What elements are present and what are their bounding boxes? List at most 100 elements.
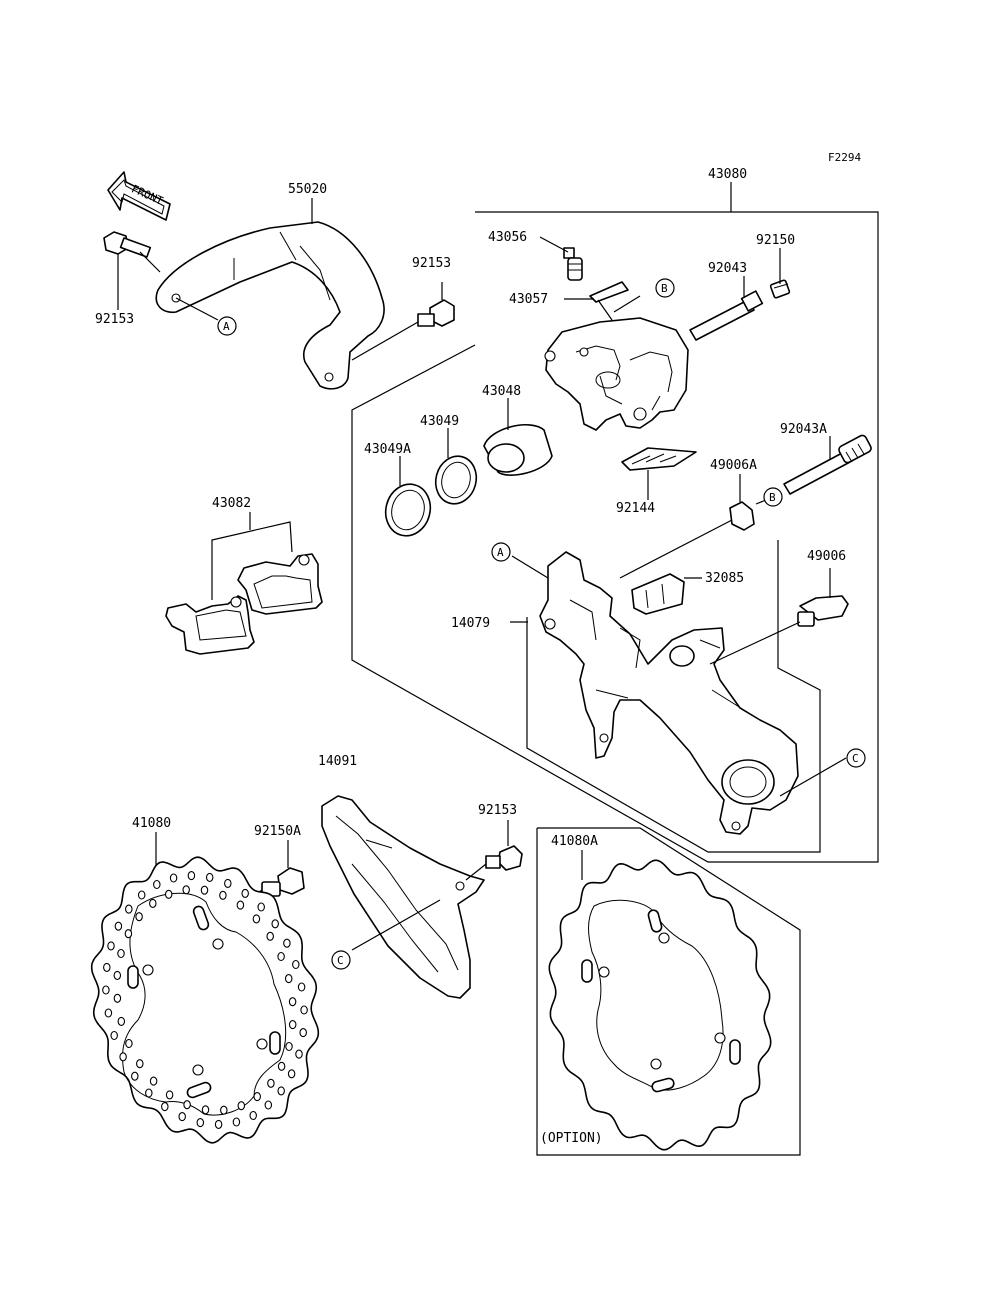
drill-hole: [113, 970, 122, 980]
brake-disc-41080: [90, 832, 320, 1144]
label-43057: 43057: [509, 292, 548, 307]
drill-hole: [284, 974, 293, 984]
label-92150: 92150: [756, 233, 795, 248]
drill-hole: [131, 1071, 139, 1081]
drill-hole: [110, 1030, 118, 1041]
drill-hole: [125, 1038, 133, 1049]
drill-hole: [288, 997, 297, 1007]
label-43049A: 43049A: [364, 442, 411, 457]
label-55020: 55020: [288, 182, 327, 197]
brake-pads-43082: [165, 521, 323, 655]
drill-hole: [136, 1059, 144, 1069]
drill-hole: [161, 1102, 169, 1112]
label-32085: 32085: [705, 571, 744, 586]
drill-hole: [252, 914, 261, 924]
label-43048: 43048: [482, 384, 521, 399]
assembly-frame-43080: [351, 182, 879, 863]
svg-text:B: B: [661, 282, 668, 295]
drill-hole: [271, 919, 279, 929]
seal-43049A: [384, 483, 432, 537]
bleed-valve-43056: [563, 247, 583, 281]
ref-marker-c-bottom: C: [331, 950, 351, 970]
drill-hole: [277, 1086, 285, 1096]
label-43056: 43056: [488, 230, 527, 245]
disc-guard-14091: [321, 795, 485, 999]
drill-hole: [266, 931, 274, 941]
pin-92043: [689, 290, 764, 341]
label-41080: 41080: [132, 816, 171, 831]
ref-marker-b-mid: B: [763, 487, 783, 507]
drill-hole: [187, 871, 196, 881]
label-43080: 43080: [708, 167, 747, 182]
drill-hole: [287, 1069, 296, 1079]
ref-marker-a-mid: A: [491, 542, 511, 562]
drill-hole: [113, 993, 122, 1003]
drill-hole: [104, 1008, 113, 1018]
drill-hole: [219, 890, 227, 900]
label-49006: 49006: [807, 549, 846, 564]
option-label: (OPTION): [540, 1131, 603, 1146]
label-92153-top: 92153: [412, 256, 451, 271]
drill-hole: [114, 921, 123, 931]
cap-92150: [769, 279, 791, 299]
drill-hole: [267, 1078, 275, 1088]
drill-hole: [205, 872, 214, 882]
drill-hole: [145, 1088, 153, 1098]
label-92043: 92043: [708, 261, 747, 276]
drill-hole: [292, 959, 300, 970]
piston-43048: [483, 424, 553, 476]
svg-text:C: C: [852, 752, 859, 765]
label-92153-left: 92153: [95, 312, 134, 327]
pin-92043A: [783, 434, 872, 495]
bolt-49006: [709, 568, 849, 665]
svg-text:A: A: [497, 546, 504, 559]
drill-hole: [125, 904, 133, 914]
brake-disc-41080A: [548, 850, 772, 1151]
drill-hole: [283, 938, 291, 948]
drill-hole: [102, 985, 110, 995]
drill-hole: [182, 885, 190, 895]
drill-hole: [201, 1105, 210, 1115]
caliper-bracket-frame: [526, 540, 821, 853]
drill-hole: [164, 889, 173, 899]
option-frame: [536, 827, 801, 1156]
drill-hole: [196, 1118, 205, 1128]
boot-49006A: [729, 474, 755, 531]
caliper-bracket-14079: [539, 551, 799, 835]
label-92144: 92144: [616, 501, 655, 516]
drill-hole: [300, 1005, 308, 1015]
seal-43049: [434, 455, 478, 505]
label-92153-bottom: 92153: [478, 803, 517, 818]
drill-hole: [264, 1100, 273, 1110]
drill-hole: [297, 982, 306, 992]
drill-hole: [232, 1117, 241, 1127]
caliper-leaders: [399, 236, 781, 486]
ref-marker-c-right: C: [846, 748, 866, 768]
drill-hole: [257, 902, 265, 912]
drill-hole: [149, 898, 157, 908]
label-14079: 14079: [451, 616, 490, 631]
drill-hole: [124, 929, 133, 939]
drill-hole: [178, 1112, 186, 1122]
drill-hole: [241, 888, 249, 898]
drill-hole: [249, 1110, 257, 1121]
label-92150A: 92150A: [254, 824, 301, 839]
drill-hole: [149, 1076, 158, 1086]
pin-43057: [589, 281, 629, 321]
drill-hole: [277, 951, 285, 962]
drill-hole: [200, 885, 209, 895]
svg-text:C: C: [337, 954, 344, 967]
svg-text:B: B: [769, 491, 776, 504]
drill-hole: [220, 1105, 228, 1115]
drill-hole: [119, 1052, 127, 1062]
bolt-92153-top: [351, 282, 455, 361]
label-41080A: 41080A: [551, 834, 598, 849]
drill-hole: [277, 1061, 286, 1071]
bracket-leaders: [510, 555, 847, 797]
drill-hole: [288, 1020, 297, 1030]
drill-hole: [169, 873, 178, 883]
boot-32085: [631, 573, 702, 615]
front-arrow-icon: FRONT: [107, 171, 171, 221]
